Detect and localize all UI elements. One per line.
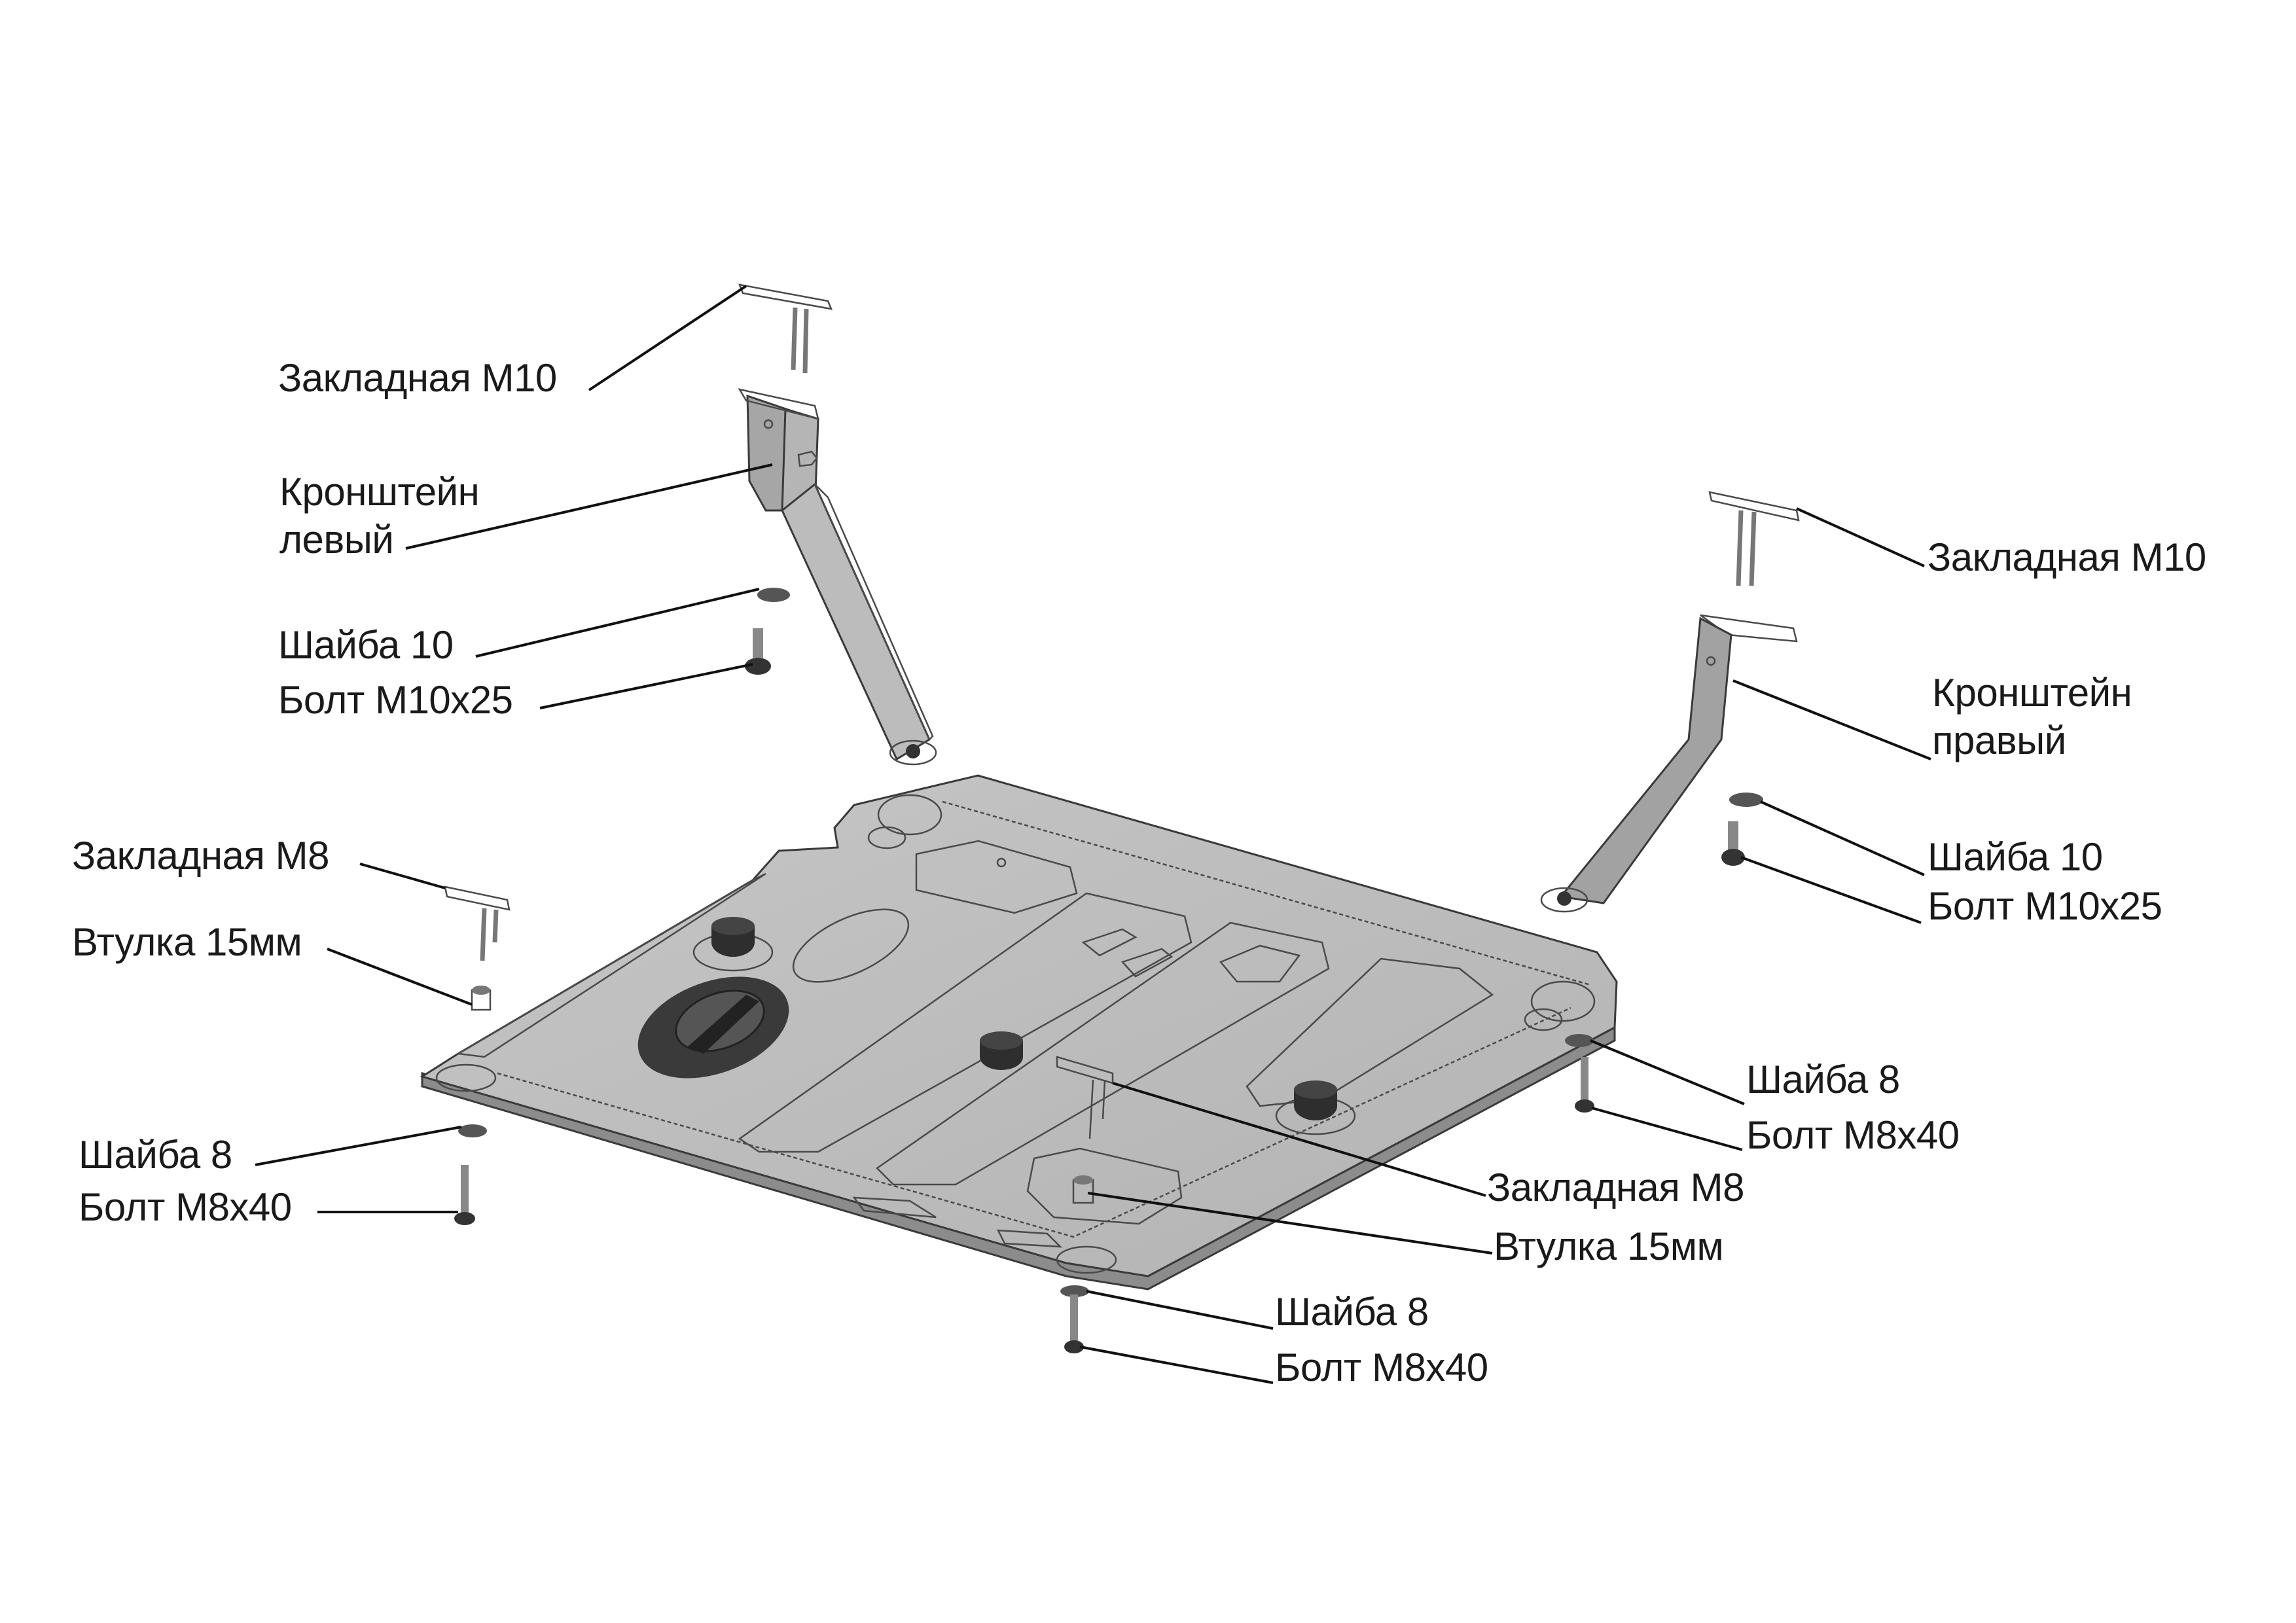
plate-front-ridge — [497, 1007, 1571, 1238]
bolt-m10x25-right — [1721, 821, 1745, 866]
washer-10-left — [757, 588, 790, 602]
plate-panel-lower — [1026, 1147, 1183, 1225]
label-embed-m10-right: Закладная М10 — [1928, 535, 2206, 579]
bolt-m8x40-right — [1575, 1057, 1594, 1113]
leader-bracket-right — [1732, 679, 1931, 760]
plate-rear-ridge — [942, 800, 1591, 986]
leader-sleeve-center — [1087, 1192, 1493, 1255]
label-embed-m8-left: Закладная М8 — [72, 834, 329, 878]
leader-washer10-left — [475, 588, 760, 658]
plate-rib-2 — [876, 921, 1330, 1186]
label-washer8-left: Шайба 8 — [79, 1133, 232, 1177]
mount-hole-front-right — [1056, 1245, 1117, 1274]
plate-front-slot-2 — [996, 1229, 1063, 1248]
label-washer8-bottom: Шайба 8 — [1275, 1290, 1429, 1334]
washer-8-right — [1565, 1034, 1594, 1047]
plate-square-hole — [1219, 944, 1301, 983]
mount-hole-front-left — [435, 1063, 497, 1092]
label-bracket-right: Кронштейн правый — [1932, 671, 2132, 762]
bolt-m8x40-bottom — [1064, 1294, 1084, 1353]
plate-surface — [420, 774, 1618, 1277]
rubber-bumper-right — [1275, 1080, 1356, 1135]
plate-front-slot-1 — [852, 1196, 937, 1219]
label-bolt-m8-left: Болт М8х40 — [79, 1185, 292, 1229]
leader-embed-m8-center — [1112, 1082, 1486, 1197]
leader-washer8-right — [1590, 1039, 1745, 1105]
leader-washer10-right — [1760, 800, 1925, 876]
keyhole-slot-rear-left — [867, 794, 942, 849]
plate-slot-1 — [1081, 928, 1138, 957]
plate-left-lip — [456, 872, 766, 1058]
label-bolt-m8-bottom: Болт М8х40 — [1275, 1346, 1488, 1389]
plate-panel-1 — [915, 840, 1078, 914]
label-bolt-m10-right: Болт М10х25 — [1928, 884, 2162, 928]
leader-sleeve-left — [327, 948, 473, 1006]
sleeve-15mm-center — [1072, 1175, 1094, 1204]
rubber-bumper-left — [692, 917, 774, 972]
bolt-m10x25-left — [745, 628, 771, 675]
label-embed-m8-center: Закладная М8 — [1487, 1166, 1744, 1209]
leader-embed-m10-right — [1796, 507, 1925, 567]
bracket-right — [1540, 614, 1798, 913]
leader-embed-m8-left — [359, 863, 446, 889]
label-washer8-right: Шайба 8 — [1746, 1058, 1900, 1101]
plate-oval-hole — [792, 908, 910, 983]
label-bracket-left: Кронштейн левый — [279, 470, 480, 562]
drain-plug-cap — [637, 976, 789, 1079]
washer-8-bottom — [1060, 1285, 1089, 1297]
label-bolt-m10-left: Болт М10х25 — [278, 678, 513, 722]
leader-bolt-m8-bottom — [1079, 1346, 1274, 1384]
sleeve-15mm-left — [471, 986, 492, 1011]
keyhole-slot-rear-right — [1524, 980, 1596, 1031]
label-sleeve-left: Втулка 15мм — [72, 920, 302, 964]
leader-washer8-left — [255, 1126, 462, 1166]
bolt-m8x40-left — [454, 1165, 475, 1225]
embed-m8-left — [444, 885, 511, 961]
plate-slot-2 — [1121, 948, 1174, 978]
leader-bracket-left — [405, 463, 773, 550]
leader-bolt-m8-right — [1591, 1107, 1743, 1151]
label-sleeve-center: Втулка 15мм — [1494, 1224, 1724, 1268]
bracket-left — [738, 388, 937, 766]
leader-lines — [255, 285, 1931, 1384]
rubber-bumper-center — [980, 1031, 1023, 1070]
skid-plate — [420, 774, 1618, 1291]
embed-m10-left — [738, 283, 833, 374]
label-bolt-m8-right: Болт М8х40 — [1746, 1113, 1960, 1157]
leader-bolt-m10-right — [1740, 856, 1922, 924]
leader-washer8-bottom — [1086, 1290, 1274, 1330]
plate-rib-1 — [738, 892, 1193, 1153]
leader-bolt-m10-left — [539, 663, 753, 709]
leader-embed-m10-left — [588, 285, 747, 391]
washer-8-left — [458, 1124, 487, 1137]
label-washer10-right: Шайба 10 — [1928, 835, 2103, 879]
label-washer10-left: Шайба 10 — [278, 623, 454, 667]
label-embed-m10-left: Закладная М10 — [278, 356, 557, 400]
washer-10-right — [1729, 793, 1763, 807]
embed-m10-right — [1708, 491, 1800, 586]
